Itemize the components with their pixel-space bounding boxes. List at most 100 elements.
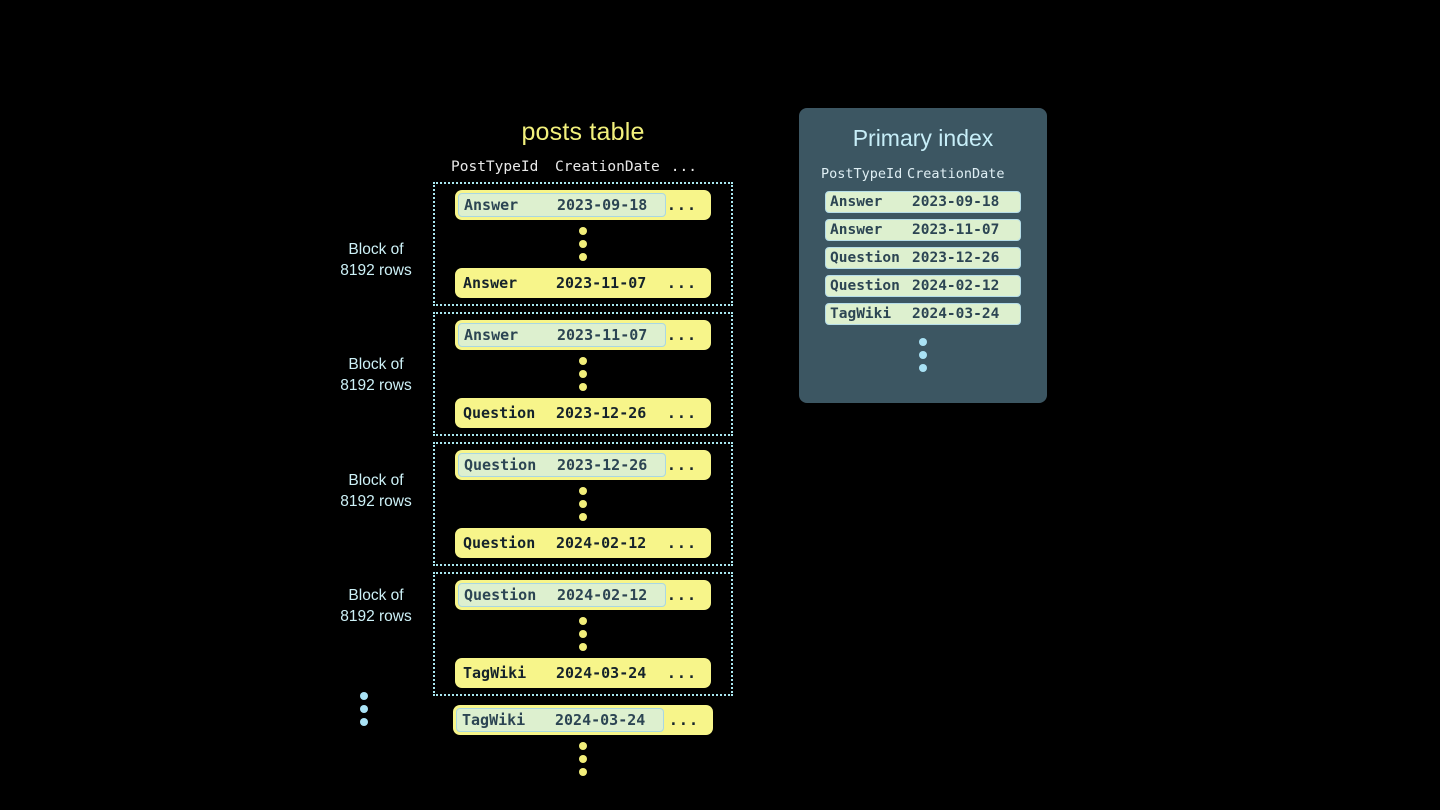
block-label-line2: 8192 rows [340, 262, 412, 279]
dot [919, 338, 927, 346]
cell-creationdate: 2023-09-18 [912, 194, 1000, 210]
cell-creationdate: 2023-12-26 [912, 250, 1000, 266]
column-header-posttypeid: PostTypeId [821, 166, 903, 182]
cell-posttypeid: Answer [830, 222, 883, 238]
primary-index-panel: Primary index PostTypeId CreationDate An… [799, 108, 1047, 403]
table-row: Question 2024-02-12 ... [455, 528, 711, 558]
dot [579, 617, 587, 625]
primary-index-title: Primary index [852, 125, 994, 151]
dot [919, 364, 927, 372]
dot [360, 692, 368, 700]
column-header-ellipsis: ... [670, 159, 697, 175]
cell-ellipsis: ... [666, 534, 697, 552]
blocks-ellipsis-dots [360, 685, 368, 733]
cell-posttypeid: Answer [463, 274, 518, 292]
row-ellipsis-dots [435, 480, 731, 528]
block-label: Block of 8192 rows [311, 354, 441, 396]
cell-creationdate: 2024-03-24 [555, 711, 646, 729]
cell-posttypeid: Question [464, 586, 537, 604]
cell-posttypeid: Question [830, 250, 900, 266]
cell-posttypeid: TagWiki [463, 664, 527, 682]
posts-table-group: posts table PostTypeId CreationDate ... … [433, 118, 733, 783]
column-header-posttypeid: PostTypeId [451, 159, 539, 175]
cell-creationdate: 2023-11-07 [912, 222, 1000, 238]
table-block: Question 2023-12-26 ... Question 2024-02-1… [433, 442, 733, 566]
dot [579, 357, 587, 365]
cell-creationdate: 2023-11-07 [557, 326, 648, 344]
block-label: Block of 8192 rows [311, 585, 441, 627]
cell-posttypeid: TagWiki [830, 306, 892, 322]
primary-index-column-headers: PostTypeId CreationDate [799, 166, 1047, 182]
table-block: Answer 2023-11-07 ... Question 2023-12-26 … [433, 312, 733, 436]
table-row: TagWiki 2024-03-24 ... [455, 658, 711, 688]
dot [579, 227, 587, 235]
dot [579, 370, 587, 378]
cell-posttypeid: Question [463, 404, 536, 422]
table-row: Question 2023-12-26 ... [455, 450, 711, 480]
cell-ellipsis: ... [666, 274, 697, 292]
index-row: Answer 2023-09-18 [825, 191, 1021, 213]
table-ellipsis-dots [433, 735, 733, 783]
cell-posttypeid: Question [830, 278, 900, 294]
dot [579, 253, 587, 261]
row-ellipsis-dots [435, 350, 731, 398]
table-row: TagWiki 2024-03-24 ... [453, 705, 713, 735]
index-row: Question 2024-02-12 [825, 275, 1021, 297]
block-label-line2: 8192 rows [340, 377, 412, 394]
dot [579, 500, 587, 508]
dot [579, 240, 587, 248]
posts-table-column-headers: PostTypeId CreationDate ... [433, 159, 733, 175]
cell-ellipsis: ... [666, 664, 697, 682]
dot [579, 742, 587, 750]
index-row: TagWiki 2024-03-24 [825, 303, 1021, 325]
cell-creationdate: 2023-12-26 [557, 456, 648, 474]
dot [579, 383, 587, 391]
cell-posttypeid: TagWiki [462, 711, 526, 729]
cell-ellipsis: ... [668, 711, 699, 729]
row-ellipsis-dots [435, 220, 731, 268]
block-label: Block of 8192 rows [311, 470, 441, 512]
cell-posttypeid: Question [463, 534, 536, 552]
cell-ellipsis: ... [666, 586, 697, 604]
cell-posttypeid: Answer [464, 326, 519, 344]
dot [579, 630, 587, 638]
cell-creationdate: 2024-02-12 [557, 586, 648, 604]
table-row: Question 2024-02-12 ... [455, 580, 711, 610]
table-row: Question 2023-12-26 ... [455, 398, 711, 428]
dot [579, 487, 587, 495]
posts-table-title: posts table [521, 118, 645, 146]
dot [579, 643, 587, 651]
table-block: Question 2024-02-12 ... TagWiki 2024-03-24… [433, 572, 733, 696]
dot [579, 755, 587, 763]
cell-creationdate: 2023-11-07 [556, 274, 647, 292]
cell-creationdate: 2024-03-24 [556, 664, 647, 682]
cell-creationdate: 2024-02-12 [556, 534, 647, 552]
block-label: Block of 8192 rows [311, 239, 441, 281]
index-row: Question 2023-12-26 [825, 247, 1021, 269]
index-ellipsis-dots [799, 331, 1047, 379]
block-label-line2: 8192 rows [340, 493, 412, 510]
cell-ellipsis: ... [666, 456, 697, 474]
cell-ellipsis: ... [666, 404, 697, 422]
cell-posttypeid: Answer [830, 194, 883, 210]
cell-creationdate: 2023-12-26 [556, 404, 647, 422]
block-label-line2: 8192 rows [340, 608, 412, 625]
table-row: Answer 2023-11-07 ... [455, 268, 711, 298]
cell-creationdate: 2024-03-24 [912, 306, 1000, 322]
block-label-line1: Block of [348, 587, 404, 604]
cell-ellipsis: ... [666, 196, 697, 214]
dot [579, 768, 587, 776]
cell-posttypeid: Question [464, 456, 537, 474]
dot [360, 705, 368, 713]
cell-ellipsis: ... [666, 326, 697, 344]
block-label-line1: Block of [348, 356, 404, 373]
row-ellipsis-dots [435, 610, 731, 658]
column-header-creationdate: CreationDate [907, 166, 1005, 182]
table-row: Answer 2023-11-07 ... [455, 320, 711, 350]
index-row: Answer 2023-11-07 [825, 219, 1021, 241]
cell-creationdate: 2024-02-12 [912, 278, 1000, 294]
block-label-line1: Block of [348, 241, 404, 258]
